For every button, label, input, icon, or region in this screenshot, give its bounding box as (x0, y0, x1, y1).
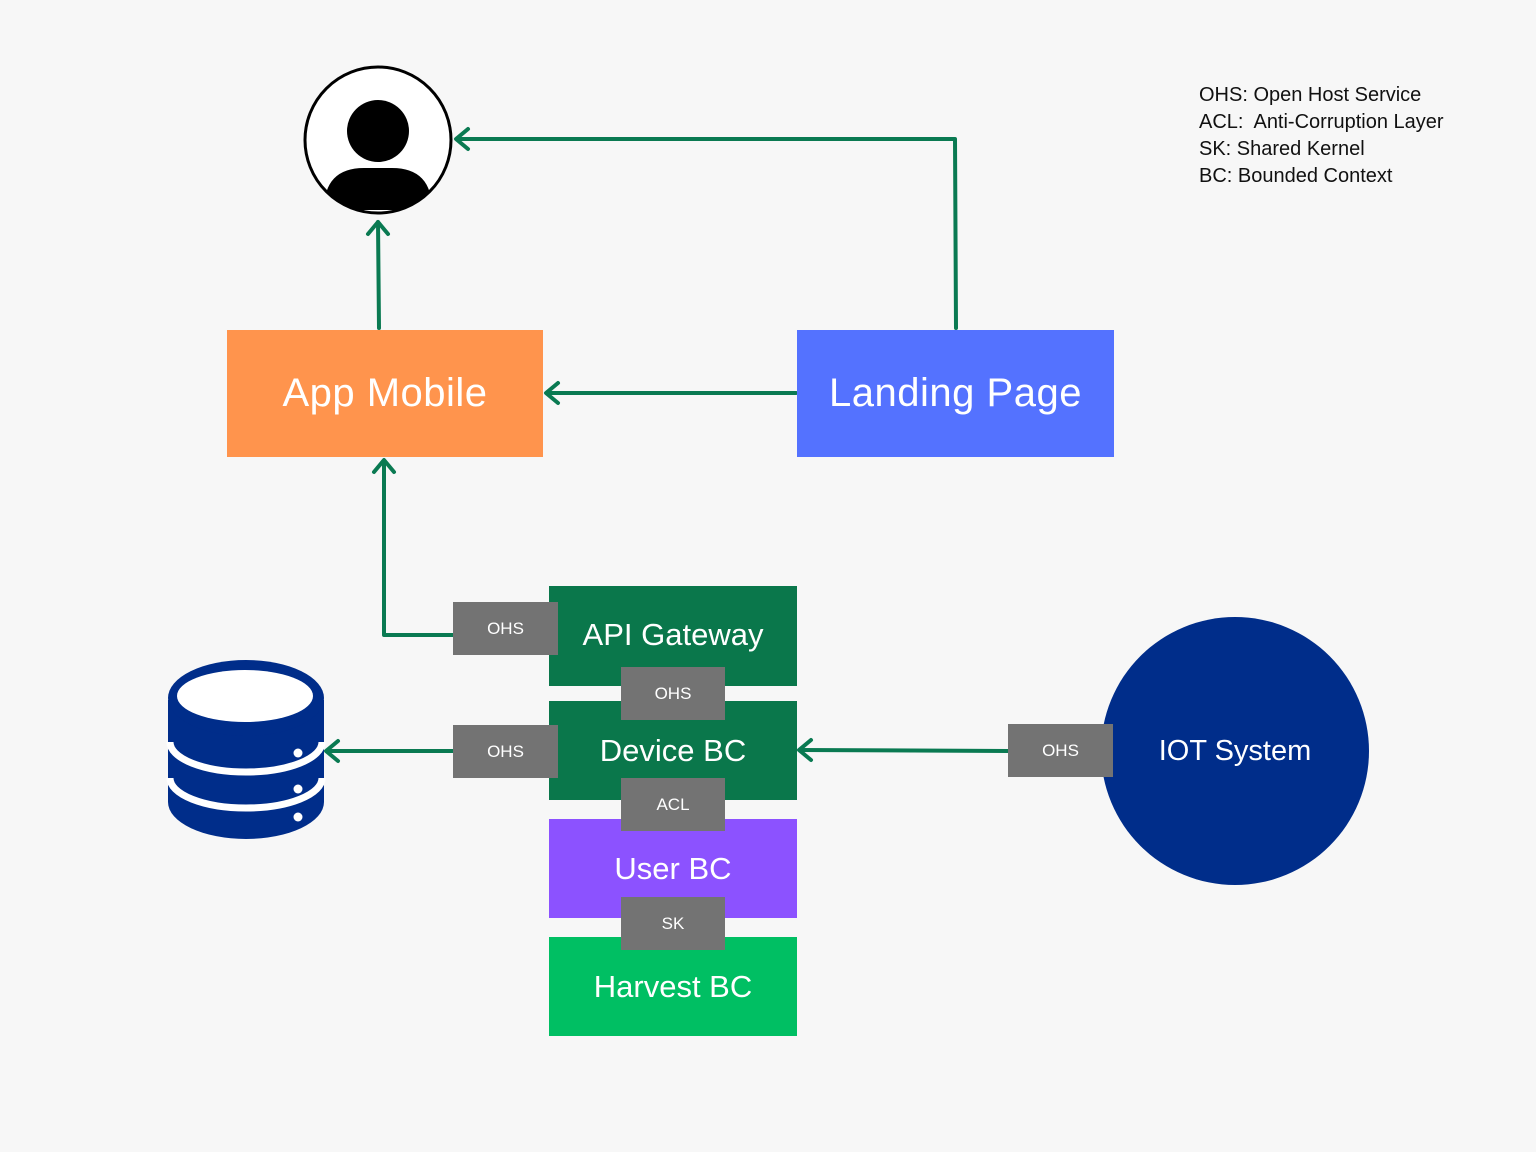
legend: OHS: Open Host Service ACL: Anti-Corrupt… (1199, 82, 1444, 190)
arrow-landing-to-user (456, 137, 958, 330)
legend-item-sk: SK: Shared Kernel (1199, 138, 1365, 160)
ohs-tag-gateway-device: OHS (621, 667, 725, 720)
arrowhead-user-bottom (366, 220, 390, 236)
user-bc-label: User BC (614, 850, 732, 886)
arrow-iot-to-device (798, 748, 1010, 753)
legend-item-ohs: OHS: Open Host Service (1199, 84, 1422, 106)
device-bc-label: Device BC (599, 732, 747, 768)
acl-tag-device-user: ACL (621, 778, 725, 831)
harvest-bc-label: Harvest BC (593, 968, 753, 1004)
sk-tag-user-harvest: SK (621, 897, 725, 950)
landing-page-box: Landing Page (797, 330, 1114, 457)
app-mobile-box: App Mobile (227, 330, 543, 457)
ohs-tag-label: OHS (1042, 740, 1079, 760)
user-avatar-icon (303, 65, 453, 215)
ohs-tag-label: OHS (487, 741, 524, 761)
app-mobile-label: App Mobile (282, 371, 488, 415)
arrowhead-database (324, 739, 340, 763)
sk-tag-label: SK (661, 913, 685, 933)
arrowhead-app-right (544, 381, 560, 405)
ohs-tag-label: OHS (487, 618, 524, 638)
landing-page-label: Landing Page (829, 371, 1082, 415)
ohs-tag-device-database: OHS (453, 725, 558, 778)
iot-system-node: IOT System (1101, 617, 1369, 885)
ohs-tag-iot: OHS (1008, 724, 1113, 777)
arrowhead-user-right (454, 127, 470, 151)
legend-item-acl: ACL: Anti-Corruption Layer (1199, 111, 1444, 133)
ohs-tag-label: OHS (654, 683, 692, 703)
harvest-bc-box: Harvest BC (549, 937, 797, 1036)
arrowhead-app-bottom (372, 458, 396, 474)
api-gateway-label: API Gateway (582, 617, 764, 652)
acl-tag-label: ACL (656, 794, 690, 814)
iot-system-label: IOT System (1158, 734, 1312, 767)
ohs-tag-api-gateway: OHS (453, 602, 558, 655)
arrow-app-to-user (376, 220, 381, 330)
arrow-gateway-to-app (382, 459, 455, 637)
database-icon (166, 660, 326, 839)
arrowhead-device (797, 738, 813, 762)
legend-item-bc: BC: Bounded Context (1199, 165, 1393, 187)
